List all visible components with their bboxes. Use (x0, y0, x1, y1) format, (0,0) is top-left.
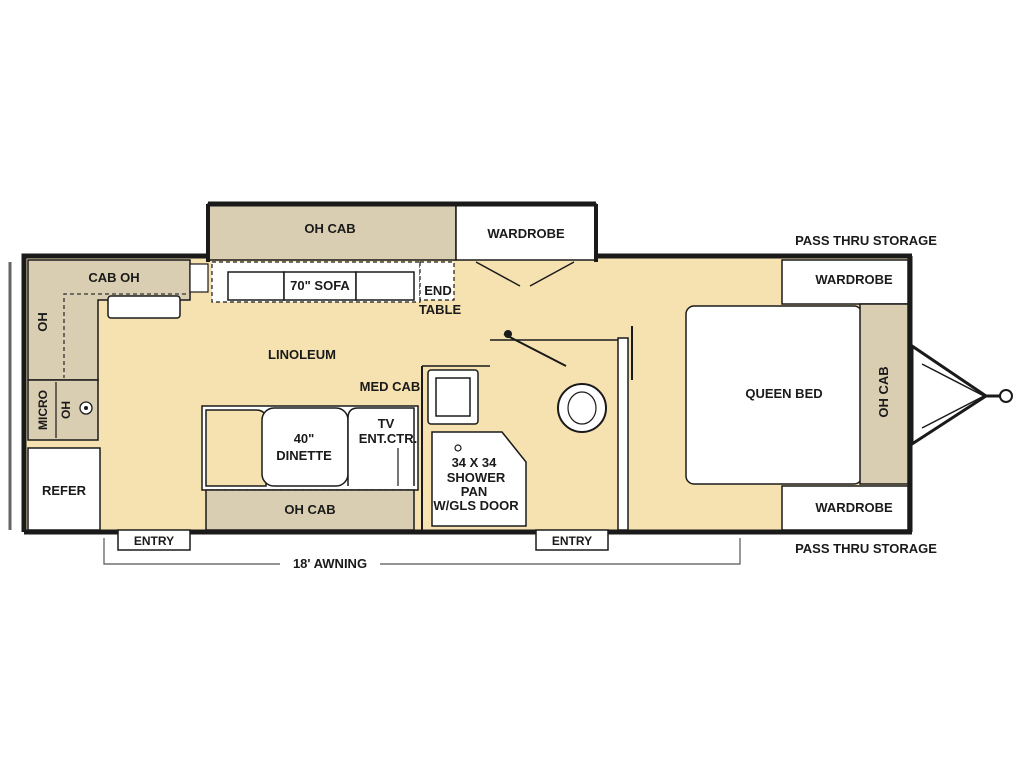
hitch-inner (921, 363, 985, 397)
wardrobe-door-right (529, 261, 575, 287)
dinette-label: DINETTE (276, 448, 332, 463)
cab-oh-label: CAB OH (88, 270, 139, 285)
micro-oh-unit (27, 379, 99, 441)
queen-bed-label: QUEEN BED (745, 386, 822, 401)
sofa-label: 70" SOFA (290, 278, 350, 293)
pass-thru-storage-bottom-label: PASS THRU STORAGE (795, 541, 937, 556)
outer-wall-top-left (21, 253, 208, 532)
entry-left-box (117, 529, 191, 551)
end-table-box (419, 261, 455, 301)
wardrobe-top-right-label: WARDROBE (815, 272, 893, 287)
pass-thru-storage-top-label: PASS THRU STORAGE (795, 233, 937, 248)
gls-door-label: W/GLS DOOR (433, 498, 519, 513)
toilet-bowl-icon (567, 391, 597, 425)
sofa-cushion-right (355, 271, 415, 301)
end-label: END (424, 283, 451, 298)
sofa-cushion-left (227, 271, 285, 301)
hitch-frame (910, 343, 989, 447)
oh-cab-bottom-label: OH CAB (284, 502, 335, 517)
wardrobe-bottom-right-label: WARDROBE (815, 500, 893, 515)
hitch-inner-2 (921, 395, 985, 429)
oh-cab-top-label: OH CAB (304, 221, 355, 236)
dinette-table (261, 407, 349, 487)
shower-pan (431, 431, 527, 527)
dinette-seat-left (205, 409, 267, 487)
bedroom-wall (617, 337, 629, 531)
refer-label: REFER (42, 483, 87, 498)
table-label: TABLE (419, 302, 462, 317)
awning-line-left (103, 538, 280, 565)
entry-right-label: ENTRY (552, 534, 592, 548)
entry-left-label: ENTRY (134, 534, 174, 548)
bath-sink (435, 377, 471, 417)
wardrobe-bottom-right-box (781, 485, 909, 531)
wardrobe-slide-label: WARDROBE (487, 226, 565, 241)
wardrobe-door-left (475, 261, 521, 287)
micro-oh-label: OH (59, 401, 73, 419)
linoleum-label: LINOLEUM (268, 347, 336, 362)
shower-size-label: 34 X 34 (452, 455, 498, 470)
refer-box (27, 447, 101, 531)
shower-label: SHOWER (447, 470, 506, 485)
oh-cab-bed-label: OH CAB (876, 366, 891, 417)
oh-left-label: OH (35, 312, 50, 332)
wardrobe-top-right-box (781, 259, 909, 305)
oh-cab-bottom (205, 489, 415, 531)
sofa-arm (189, 263, 209, 293)
wardrobe-slide (455, 203, 597, 261)
ent-ctr-label: ENT.CTR. (359, 431, 418, 446)
awning-line-right (380, 538, 741, 565)
burner-dot-icon (84, 406, 88, 410)
pan-label: PAN (461, 484, 487, 499)
awning-label: 18' AWNING (293, 556, 367, 571)
micro-label: MICRO (36, 390, 50, 430)
kitchen-sink (107, 295, 181, 319)
hitch-ball-icon (999, 389, 1013, 403)
dinette-size-label: 40" (294, 431, 315, 446)
entry-right-box (535, 529, 609, 551)
med-cab-label: MED CAB (360, 379, 421, 394)
shower-drain-icon (454, 444, 462, 452)
counter-dash (63, 293, 186, 378)
tv-label: TV (378, 416, 395, 431)
sofa-cushion-mid (283, 271, 357, 301)
shower-head-icon (504, 330, 512, 338)
oh-cab-bed-box (859, 303, 909, 485)
